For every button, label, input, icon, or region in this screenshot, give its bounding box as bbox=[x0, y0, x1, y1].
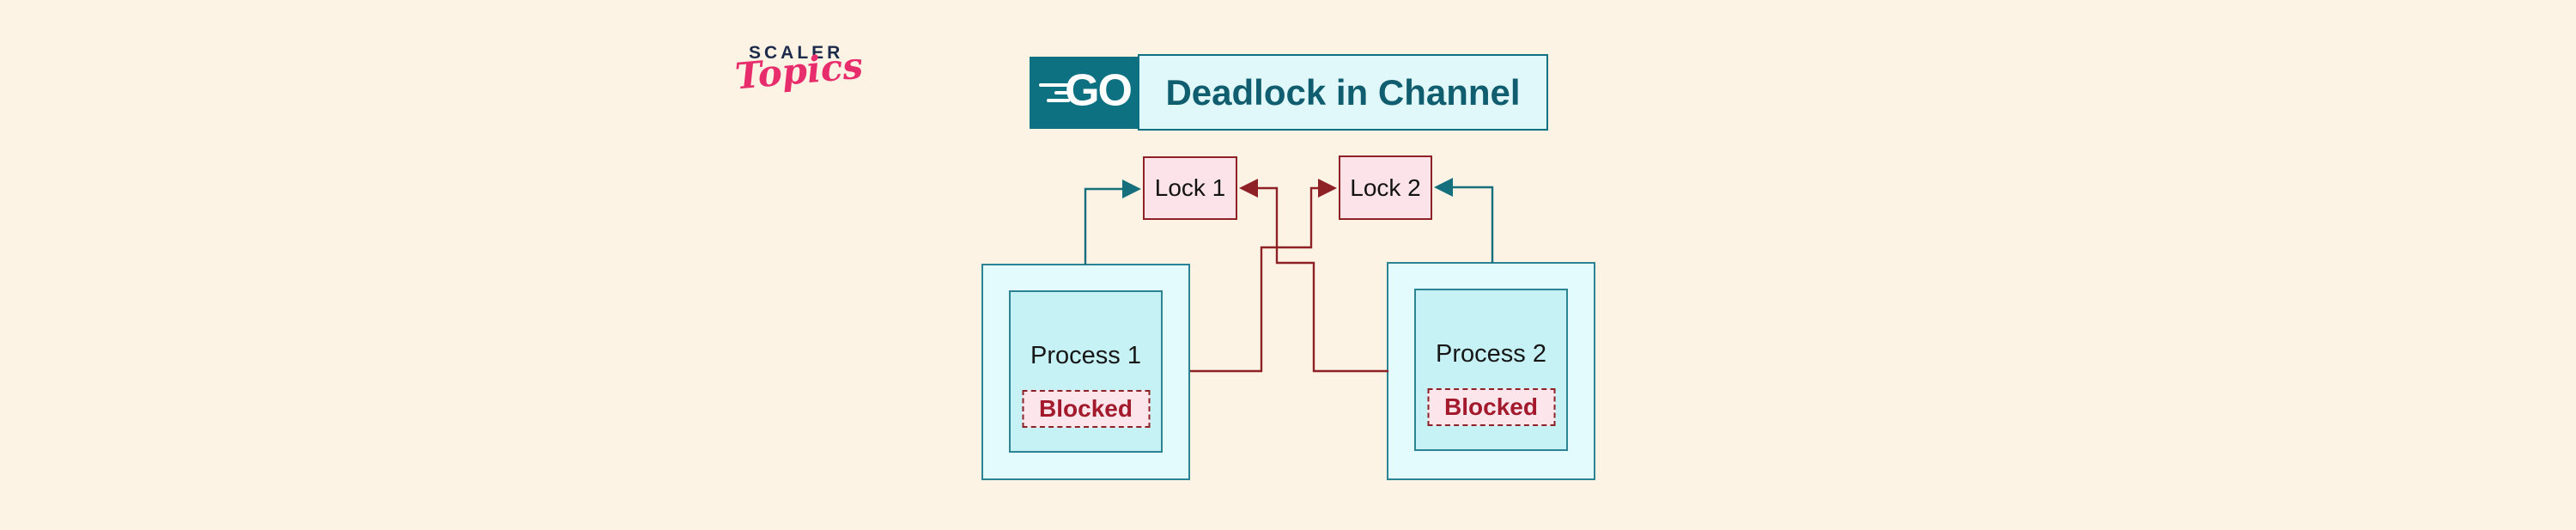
lock2-node: Lock 2 bbox=[1339, 155, 1432, 220]
process1-label: Process 1 bbox=[1030, 342, 1141, 369]
banner-title-box: Deadlock in Channel bbox=[1138, 54, 1548, 131]
process2-label: Process 2 bbox=[1436, 340, 1546, 368]
arrowhead-process2-to-lock1 bbox=[1239, 179, 1258, 198]
go-logo: GO bbox=[1030, 57, 1138, 129]
arrowhead-process2-to-lock2 bbox=[1434, 178, 1453, 197]
process1-outer-box: Process 1 Blocked bbox=[981, 264, 1190, 480]
process2-outer-box: Process 2 Blocked bbox=[1387, 262, 1595, 480]
process2-inner-box: Process 2 Blocked bbox=[1414, 289, 1568, 451]
process1-blocked-badge: Blocked bbox=[1022, 390, 1150, 428]
arrowhead-process1-to-lock1 bbox=[1122, 180, 1141, 198]
process1-inner-box: Process 1 Blocked bbox=[1009, 290, 1163, 453]
lock1-node: Lock 1 bbox=[1143, 156, 1237, 220]
page-title: Deadlock in Channel bbox=[1165, 71, 1521, 113]
scaler-topics-logo: SCALER Topics bbox=[733, 36, 872, 113]
arrow-process1-to-lock1 bbox=[1084, 187, 1123, 265]
arrow-process2-to-lock2 bbox=[1452, 186, 1494, 263]
go-speed-lines-icon bbox=[1037, 83, 1070, 102]
arrowhead-process1-to-lock2 bbox=[1318, 179, 1337, 198]
topics-wordmark: Topics bbox=[733, 44, 865, 98]
scaler-wordmark: SCALER bbox=[749, 43, 844, 63]
lock1-label: Lock 1 bbox=[1154, 174, 1226, 201]
go-logo-text: GO bbox=[1065, 65, 1133, 116]
lock2-label: Lock 2 bbox=[1350, 174, 1421, 201]
process2-blocked-badge: Blocked bbox=[1427, 388, 1555, 426]
